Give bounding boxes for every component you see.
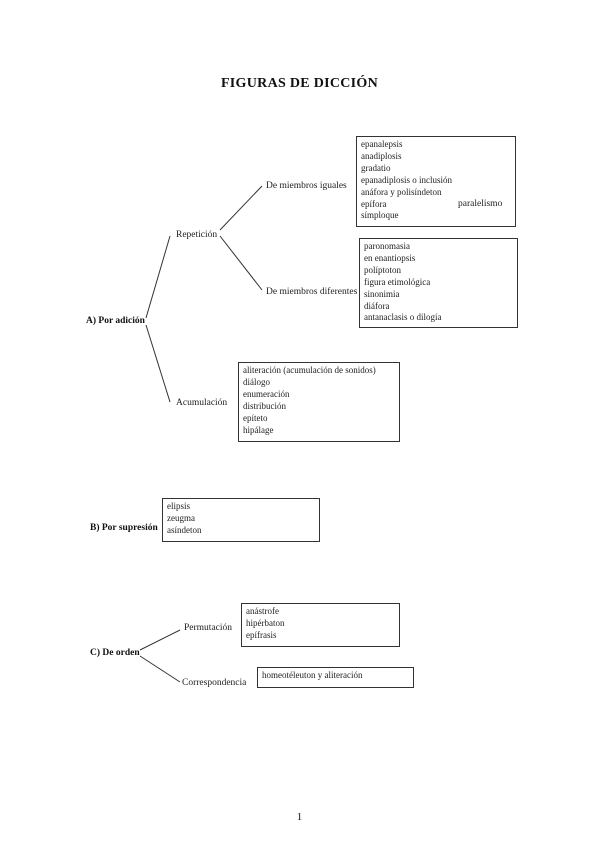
section-supresion-label: B) Por supresión <box>90 523 158 533</box>
supresion-box: elipsis zeugma asíndeton <box>162 498 320 542</box>
list-item: aliteración (acumulación de sonidos) <box>243 365 376 375</box>
iguales-box: epanalepsis anadiplosis gradatio epanadi… <box>356 136 516 227</box>
list-item: hipérbaton <box>246 617 285 628</box>
section-adicion-label: A) Por adición <box>86 316 145 326</box>
connector-orden-correspondencia <box>139 655 181 683</box>
connector-orden-permutacion <box>139 629 181 651</box>
connector-adicion-acumulacion <box>145 324 171 403</box>
section-orden-label: C) De orden <box>90 648 140 658</box>
list-item: anástrofe <box>246 606 279 616</box>
list-item: anadiplosis <box>361 150 402 161</box>
page-number: 1 <box>296 811 303 823</box>
list-item: antanaclasis o dilogía <box>364 312 442 323</box>
list-item: epanadiplosis o inclusión <box>361 174 452 185</box>
list-item: anáfora y polisíndeton <box>361 186 442 197</box>
list-item: epíteto <box>243 412 268 423</box>
diferentes-box: paronomasia en enantiopsis políptoton fi… <box>359 238 518 328</box>
permutacion-label: Permutación <box>184 623 233 633</box>
list-item: gradatio <box>361 162 391 173</box>
list-item: enumeración <box>243 388 290 399</box>
acumulacion-label: Acumulación <box>176 398 228 408</box>
list-item: en enantiopsis <box>364 252 416 263</box>
list-item: paronomasia <box>364 241 410 251</box>
list-item: epífora <box>361 198 387 209</box>
list-item: figura etimológica <box>364 276 431 287</box>
list-item: sinonimia <box>364 288 400 299</box>
acumulacion-box: aliteración (acumulación de sonidos) diá… <box>238 362 400 442</box>
page-title: FIGURAS DE DICCIÓN <box>220 76 379 91</box>
connector-repeticion-diferentes <box>219 235 263 291</box>
list-item: políptoton <box>364 264 402 275</box>
repeticion-label: Repetición <box>176 230 218 240</box>
correspondencia-box: homeotéleuton y aliteración <box>257 667 414 688</box>
list-item: homeotéleuton y aliteración <box>262 670 363 680</box>
connector-repeticion-iguales <box>219 185 263 231</box>
paralelismo-note: paralelismo <box>458 199 503 209</box>
list-item: asíndeton <box>167 524 202 535</box>
diferentes-label: De miembros diferentes <box>266 287 358 297</box>
list-item: diáfora <box>364 300 390 311</box>
iguales-label: De miembros iguales <box>266 181 347 191</box>
list-item: epífrasis <box>246 629 277 640</box>
list-item: elipsis <box>167 501 191 511</box>
list-item: diálogo <box>243 376 270 387</box>
correspondencia-label: Correspondencia <box>182 678 247 688</box>
list-item: hipálage <box>243 424 274 435</box>
connector-adicion-repeticion <box>145 235 171 319</box>
list-item: zeugma <box>167 512 195 523</box>
list-item: símploque <box>361 210 399 221</box>
permutacion-box: anástrofe hipérbaton epífrasis <box>241 603 400 647</box>
list-item: epanalepsis <box>361 139 403 149</box>
list-item: distribución <box>243 400 286 411</box>
